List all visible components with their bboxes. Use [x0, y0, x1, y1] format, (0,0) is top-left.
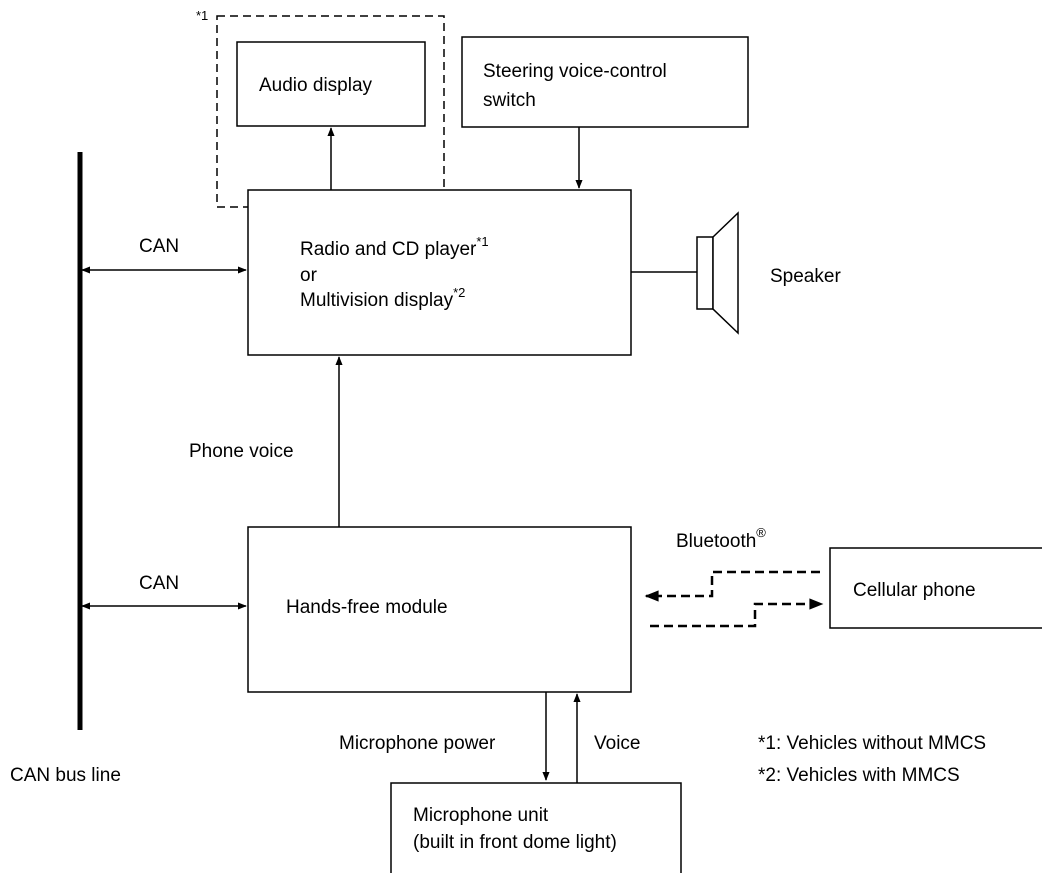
radio-unit-label-line2: or — [300, 265, 318, 286]
radio-unit-label-line1: Radio and CD player*1 — [300, 234, 489, 260]
radio-multivision-box — [247, 189, 632, 356]
can-label-top: CAN — [139, 236, 179, 257]
radio-unit-label-line3: Multivision display*2 — [300, 285, 465, 311]
hands-free-module-label: Hands-free module — [286, 597, 448, 618]
microphone-power-label: Microphone power — [339, 733, 496, 754]
note-2: *2: Vehicles with MMCS — [758, 765, 960, 786]
bluetooth-link-to-module — [644, 570, 820, 602]
hands-free-module-box — [247, 526, 632, 693]
note-1: *1: Vehicles without MMCS — [758, 733, 986, 754]
microphone-unit-label-line2: (built in front dome light) — [413, 832, 617, 853]
steering-switch-label-line2: switch — [483, 90, 536, 111]
steering-switch-box — [461, 36, 749, 128]
audio-display-box — [236, 41, 426, 127]
audio-display-label: Audio display — [259, 75, 373, 96]
bluetooth-label: Bluetooth® — [676, 525, 766, 552]
cellular-phone-box — [829, 547, 1042, 629]
speaker-icon — [696, 211, 739, 335]
cellular-phone-label: Cellular phone — [853, 580, 976, 601]
steering-switch-label-line1: Steering voice-control — [483, 61, 667, 82]
can-label-bottom: CAN — [139, 573, 179, 594]
voice-label: Voice — [594, 733, 640, 754]
bluetooth-link-to-phone — [650, 598, 824, 628]
footnote-marker-top: *1 — [196, 8, 208, 23]
speaker-label: Speaker — [770, 266, 841, 287]
microphone-unit-label-line1: Microphone unit — [413, 805, 549, 826]
microphone-unit-box — [390, 782, 682, 873]
can-bus-line-label: CAN bus line — [10, 765, 121, 786]
phone-voice-label: Phone voice — [189, 441, 294, 462]
